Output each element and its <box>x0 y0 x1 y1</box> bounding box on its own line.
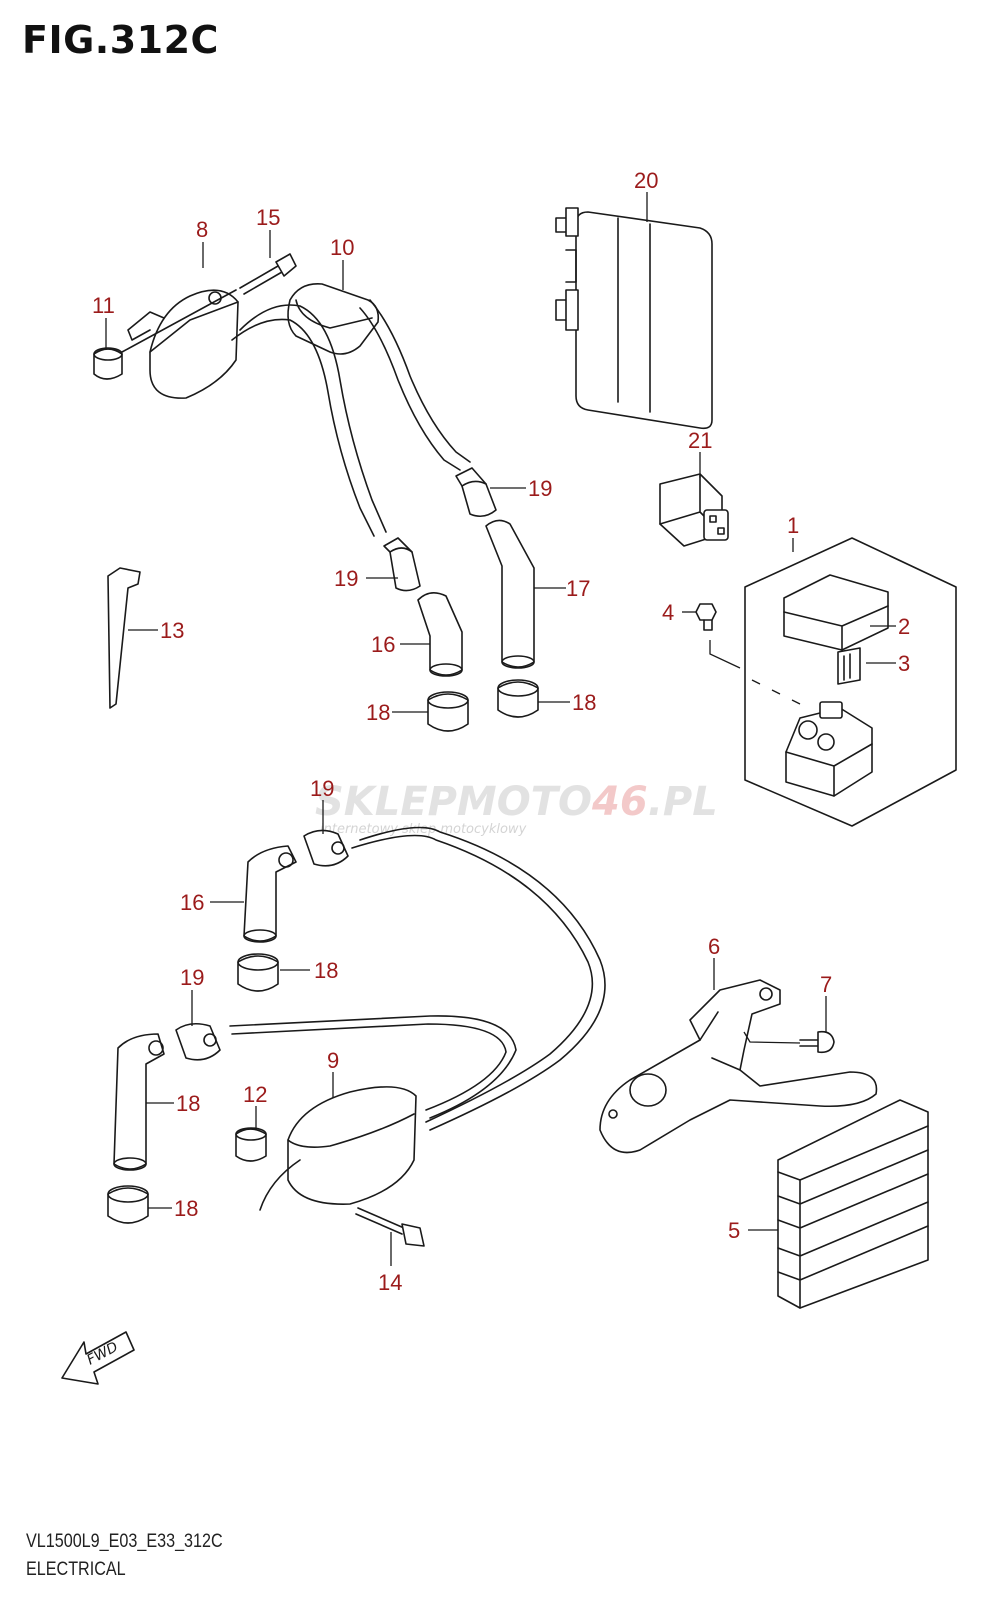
callout-16-lower: 16 <box>180 890 204 915</box>
part-6-bracket <box>599 979 878 1154</box>
part-19-plug-cap-upper-right <box>455 467 497 518</box>
figure-footer: VL1500L9_E03_E33_312C ELECTRICAL <box>26 1528 223 1584</box>
model-code: VL1500L9_E03_E33_312C <box>26 1531 223 1552</box>
callout-13: 13 <box>160 618 184 643</box>
callout-21: 21 <box>688 428 712 453</box>
part-18-seal-upper-right <box>497 679 539 718</box>
part-18-seal-upper-left <box>427 691 469 732</box>
callout-9: 9 <box>327 1048 339 1073</box>
callout-15: 15 <box>256 205 280 230</box>
callout-3: 3 <box>898 651 910 676</box>
part-17-plug-boot-lower <box>113 1033 165 1171</box>
part-16-plug-boot-upper <box>417 592 463 677</box>
part-10-ignition-coil <box>287 283 380 355</box>
callout-18-upper-left: 18 <box>366 700 390 725</box>
callout-18-lower-middle: 18 <box>314 958 338 983</box>
part-5-regulator-rectifier <box>777 1099 929 1309</box>
part-17-plug-boot-upper <box>485 519 535 669</box>
callout-10: 10 <box>330 235 354 260</box>
callout-17-lower: 18 <box>176 1091 200 1116</box>
part-11-spacer <box>93 347 123 380</box>
callout-8: 8 <box>196 217 208 242</box>
callout-1: 1 <box>787 513 799 538</box>
callout-16-upper: 16 <box>371 632 395 657</box>
part-1-starter-relay-group <box>695 537 957 827</box>
callout-19-upper-right: 19 <box>528 476 552 501</box>
part-19-plug-cap-upper-left <box>383 537 421 592</box>
svg-text:SKLEPMOTO46.PL: SKLEPMOTO46.PL <box>315 779 718 825</box>
callout-14: 14 <box>378 1270 402 1295</box>
watermark-number: 46 <box>591 779 648 825</box>
part-18-seal-lower-bottom <box>107 1185 149 1224</box>
part-19-plug-cap-lower-bottom <box>175 1022 221 1061</box>
callout-12: 12 <box>243 1082 267 1107</box>
coil-leads <box>231 299 471 537</box>
watermark-domain: .PL <box>648 779 718 825</box>
callout-19-upper-left: 19 <box>334 566 358 591</box>
figure-title: FIG.312C <box>22 18 219 62</box>
part-20-ecm-unit <box>555 207 713 430</box>
part-18-seal-lower-middle <box>237 953 279 992</box>
callout-18-lower-bottom: 18 <box>174 1196 198 1221</box>
watermark: SKLEPMOTO46.PL internetowy sklep motocyk… <box>315 779 718 837</box>
callout-20: 20 <box>634 168 658 193</box>
callout-19-lower-bottom: 19 <box>180 965 204 990</box>
callout-7: 7 <box>820 972 832 997</box>
part-12-spacer <box>235 1127 267 1162</box>
callout-4: 4 <box>662 600 674 625</box>
callout-2: 2 <box>898 614 910 639</box>
part-16-plug-boot-lower <box>243 845 297 943</box>
fwd-arrow-icon: FWD <box>61 1331 135 1385</box>
part-15-bolt <box>239 253 297 295</box>
part-14-bolt <box>355 1207 425 1247</box>
part-8-ignition-coil <box>121 289 239 399</box>
watermark-tagline: internetowy sklep motocyklowy <box>320 822 527 837</box>
callout-5: 5 <box>728 1218 740 1243</box>
part-7-screw <box>743 1030 835 1054</box>
leader-lines <box>105 192 896 1266</box>
callouts: 20 21 1 4 2 3 8 15 10 11 19 19 17 16 18 … <box>92 168 910 1295</box>
part-21-relay <box>659 473 729 547</box>
callout-17-upper: 17 <box>566 576 590 601</box>
callout-11: 11 <box>92 293 115 318</box>
watermark-brand: SKLEPMOTO <box>315 779 592 825</box>
part-19-plug-cap-lower-top <box>303 829 349 867</box>
callout-18-upper-right: 18 <box>572 690 596 715</box>
part-13-cable-tie <box>107 567 141 709</box>
section-name: ELECTRICAL <box>26 1559 126 1580</box>
callout-19-lower-top: 19 <box>310 776 334 801</box>
part-9-ignition-coil <box>229 826 606 1211</box>
callout-6: 6 <box>708 934 720 959</box>
